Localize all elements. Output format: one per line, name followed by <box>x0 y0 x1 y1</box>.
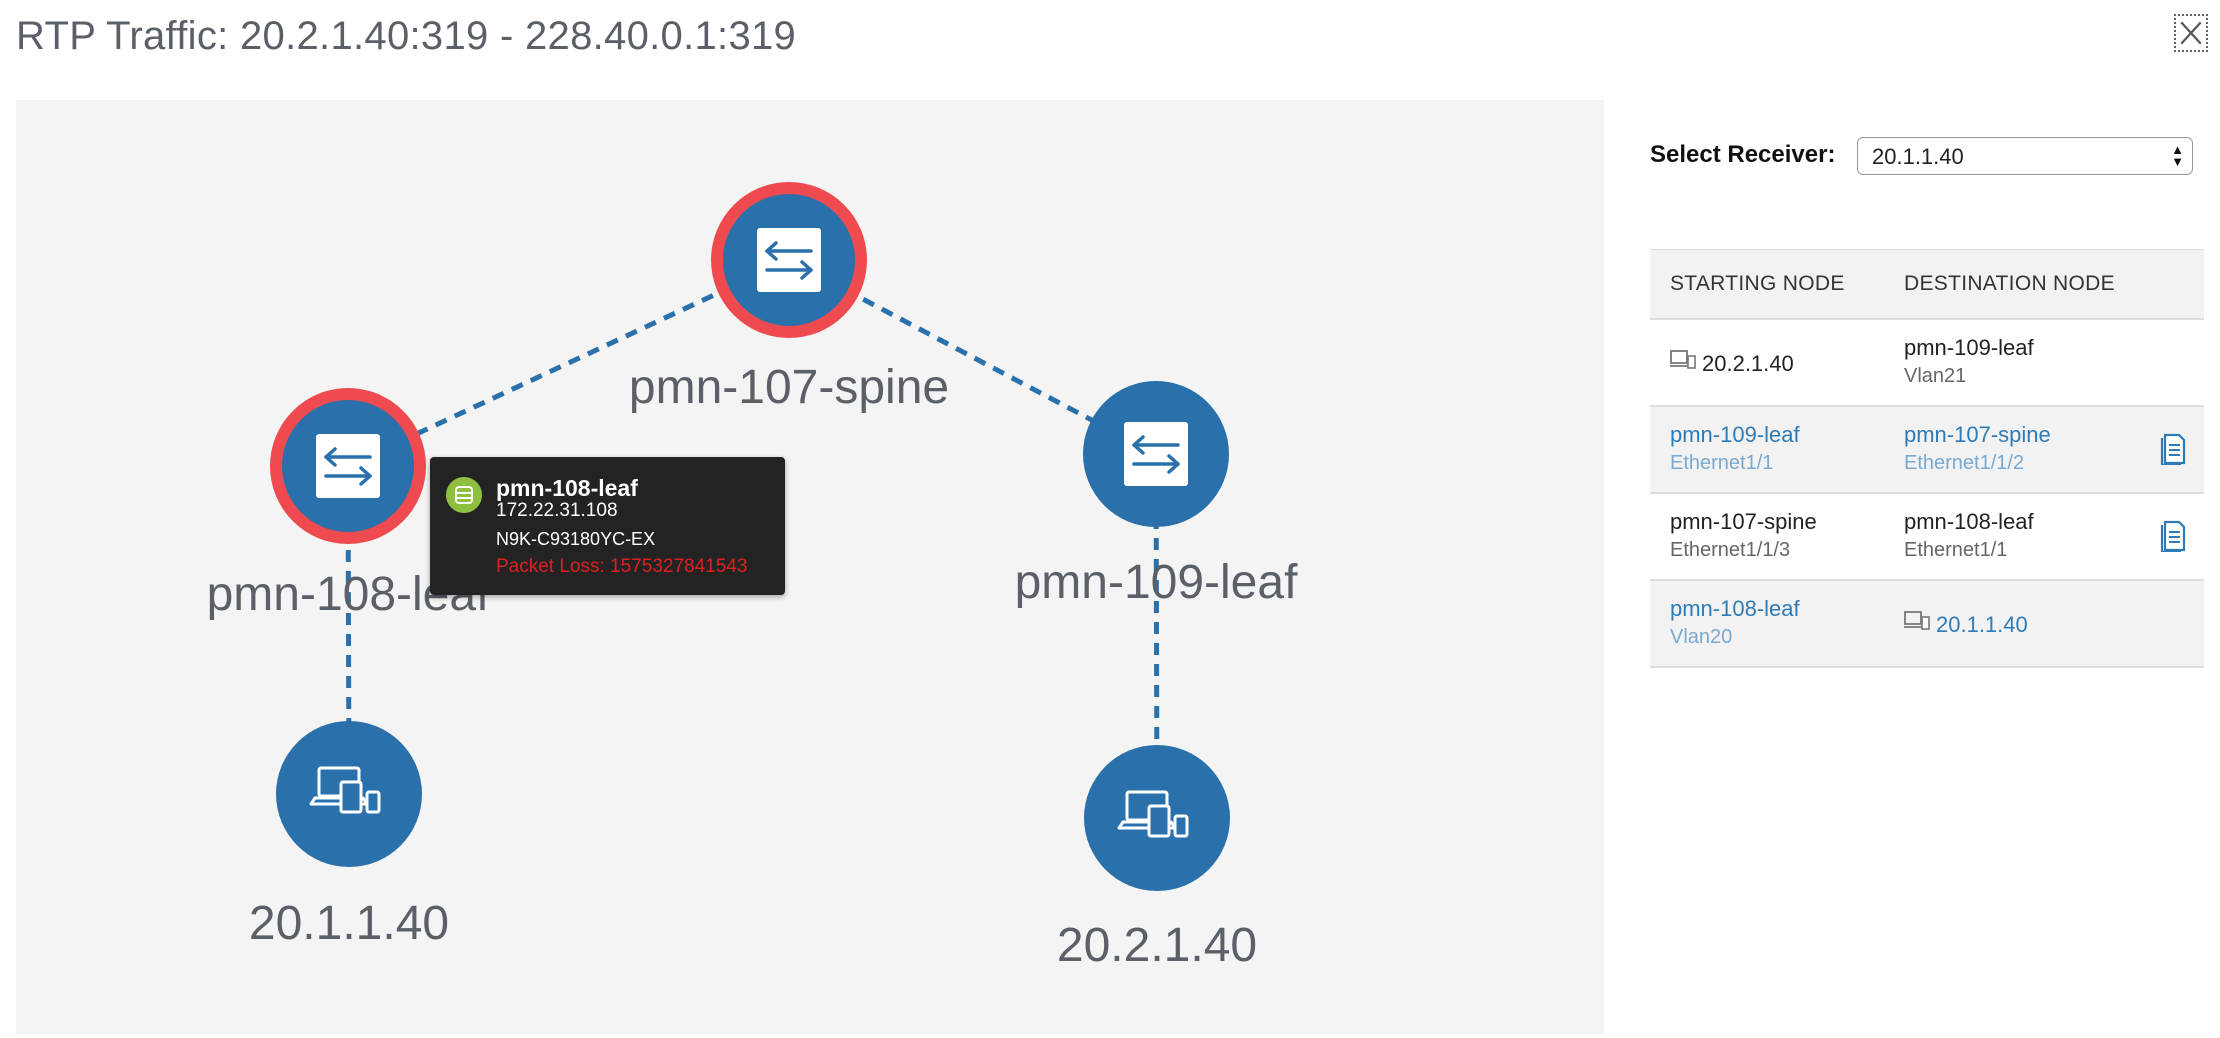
select-arrows-icon: ▲▼ <box>2171 142 2184 169</box>
switch-icon <box>316 434 380 498</box>
node-label-host2: 20.2.1.40 <box>1056 919 1258 972</box>
node-tooltip: pmn-108-leaf 172.22.31.108 N9K-C93180YC-… <box>430 457 785 595</box>
host-icon <box>1904 611 1930 630</box>
row-dest-interface: Vlan21 <box>1904 365 1967 387</box>
row-dest-interface: Ethernet1/1 <box>1904 539 2008 561</box>
row-start-interface: Vlan20 <box>1670 626 1733 648</box>
document-icon[interactable] <box>2160 520 2186 552</box>
devices-icon <box>309 766 381 814</box>
link-spine-leaf108 <box>346 257 791 469</box>
host-icon <box>1670 350 1696 369</box>
receiver-selected-value: 20.1.1.40 <box>1872 144 1964 169</box>
devices-icon <box>1117 790 1189 838</box>
row-start-interface: Ethernet1/1/3 <box>1670 539 1791 561</box>
row-dest-node: pmn-109-leaf <box>1904 335 2034 360</box>
node-label-spine: pmn-107-spine <box>628 361 950 414</box>
page-title: RTP Traffic: 20.2.1.40:319 - 228.40.0.1:… <box>16 14 797 58</box>
node-leaf108[interactable] <box>270 388 426 544</box>
receiver-select[interactable]: 20.1.1.40 ▲▼ <box>1857 137 2193 175</box>
row-start-node[interactable]: pmn-109-leaf <box>1670 422 1800 447</box>
close-icon[interactable] <box>2174 14 2208 52</box>
row-dest-interface: Ethernet1/1/2 <box>1904 452 2025 474</box>
header-destination-node: DESTINATION NODE <box>1904 272 2115 295</box>
row-dest-node[interactable]: 20.1.1.40 <box>1936 612 2028 637</box>
switch-icon <box>1124 422 1188 486</box>
route-table: STARTING NODE DESTINATION NODE 20.2.1.40… <box>1650 249 2204 668</box>
topology-canvas: pmn-107-spine pmn-108-leaf pmn-109-leaf … <box>16 100 1604 1034</box>
switch-icon <box>757 228 821 292</box>
table-row[interactable]: pmn-108-leaf Vlan20 20.1.1.40 <box>1650 581 2204 668</box>
node-label-leaf109: pmn-109-leaf <box>1014 556 1298 609</box>
table-header: STARTING NODE DESTINATION NODE <box>1650 249 2204 320</box>
tooltip-name: pmn-108-leaf <box>496 475 638 501</box>
row-start-interface: Ethernet1/1 <box>1670 452 1774 474</box>
node-leaf109[interactable] <box>1083 381 1229 527</box>
node-spine[interactable] <box>711 182 867 338</box>
table-row[interactable]: pmn-109-leaf Ethernet1/1 pmn-107-spine E… <box>1650 407 2204 494</box>
tooltip-model: N9K-C93180YC-EX <box>496 529 656 549</box>
node-label-host1: 20.1.1.40 <box>248 897 450 950</box>
row-start-node: pmn-107-spine <box>1670 509 1817 534</box>
tooltip-ip: 172.22.31.108 <box>496 500 618 521</box>
row-dest-node[interactable]: pmn-107-spine <box>1904 422 2051 447</box>
row-start-node: 20.2.1.40 <box>1702 351 1794 376</box>
select-receiver-label: Select Receiver: <box>1650 141 1836 168</box>
node-host1[interactable] <box>276 721 422 867</box>
row-start-node[interactable]: pmn-108-leaf <box>1670 596 1800 621</box>
row-dest-node: pmn-108-leaf <box>1904 509 2034 534</box>
tooltip-packet-loss: Packet Loss: 1575327841543 <box>496 556 748 577</box>
document-icon[interactable] <box>2160 433 2186 465</box>
node-host2[interactable] <box>1084 745 1230 891</box>
device-status-icon <box>446 477 482 513</box>
table-row: pmn-107-spine Ethernet1/1/3 pmn-108-leaf… <box>1650 494 2204 581</box>
table-row: 20.2.1.40 pmn-109-leaf Vlan21 <box>1650 320 2204 407</box>
header-starting-node: STARTING NODE <box>1670 272 1845 295</box>
